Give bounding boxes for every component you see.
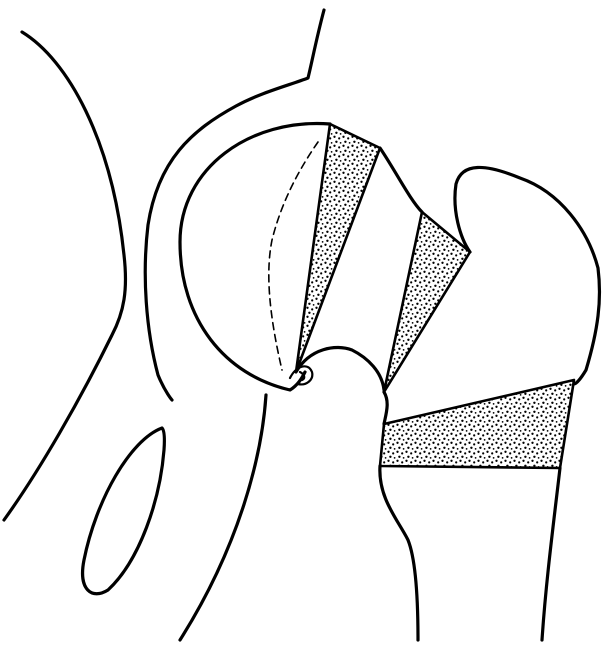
ischium-outline (180, 395, 266, 640)
femoral-head (180, 124, 330, 390)
ilium-outer-contour (4, 32, 126, 520)
greater-trochanter (455, 167, 600, 384)
fovea-capitis (290, 366, 312, 384)
obturator-foramen (83, 428, 165, 594)
intertrochanteric-osteotomy-wedge (380, 380, 574, 468)
head-osteotomy-wedge (296, 124, 380, 372)
acetabulum-outline (145, 10, 324, 400)
femoral-shaft (542, 468, 560, 640)
neck-osteotomy-wedge (384, 212, 470, 392)
